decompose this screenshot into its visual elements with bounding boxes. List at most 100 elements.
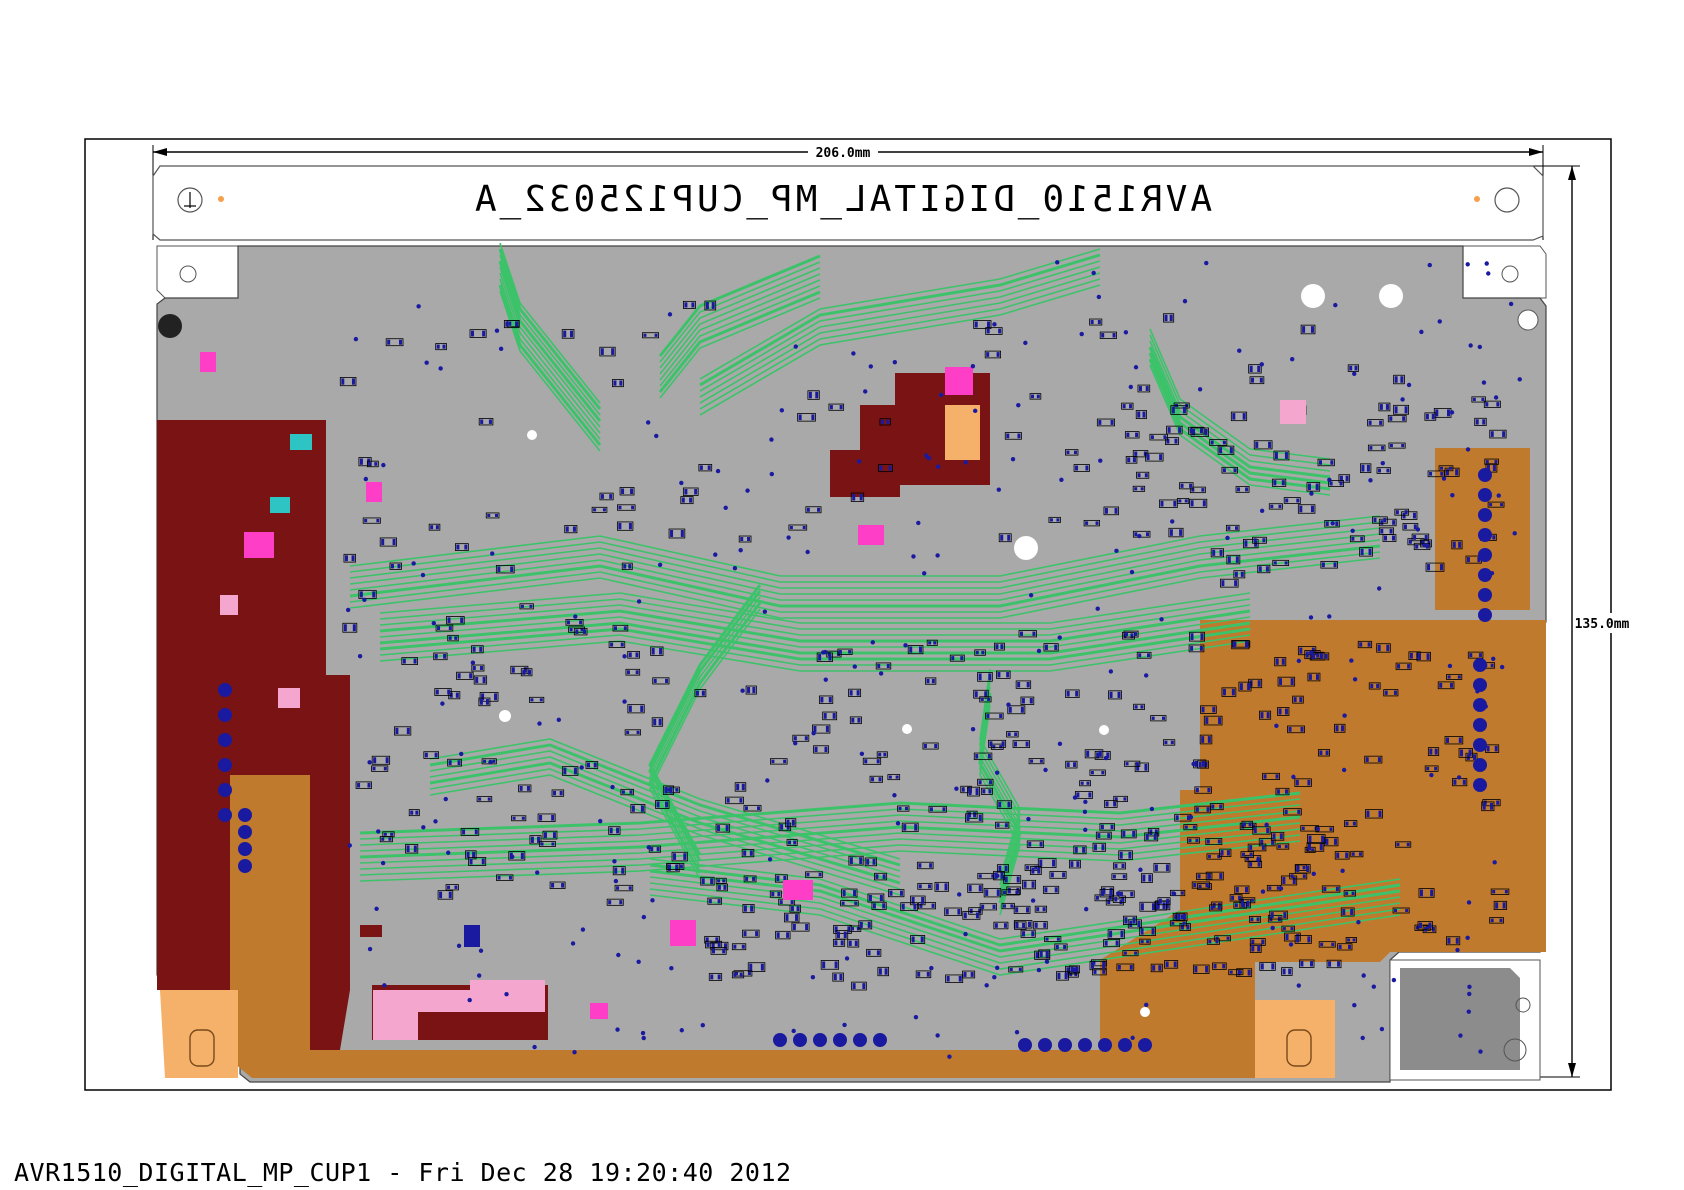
via [1256, 857, 1260, 861]
connector-pad [1078, 1038, 1092, 1052]
via [1342, 713, 1346, 717]
via [845, 956, 849, 960]
via [1407, 383, 1411, 387]
via [411, 561, 415, 565]
connector-pad [833, 1033, 847, 1047]
via [1428, 263, 1432, 267]
via [1350, 529, 1354, 533]
via [1058, 742, 1062, 746]
via [1423, 543, 1427, 547]
via [963, 932, 967, 936]
footer-datetime: Fri Dec 28 19:20:40 2012 [418, 1158, 791, 1187]
via [1458, 1033, 1462, 1037]
via [535, 870, 539, 874]
marked-pad [244, 532, 274, 558]
title-rail: AVR1510_DIGITAL_MP_CUP125032_A [153, 166, 1543, 240]
footer-design-name: AVR1510_DIGITAL_MP_CUP1 [14, 1158, 372, 1187]
via [1274, 724, 1278, 728]
via [1429, 773, 1433, 777]
via [1468, 343, 1472, 347]
via [1438, 319, 1442, 323]
via [1450, 493, 1454, 497]
via [433, 819, 437, 823]
via [444, 797, 448, 801]
via [911, 554, 915, 558]
via [1237, 349, 1241, 353]
via [973, 409, 977, 413]
connector-pad [238, 825, 252, 839]
connector-pad [1473, 698, 1487, 712]
connector-pad [1018, 1038, 1032, 1052]
via [376, 829, 380, 833]
via [467, 998, 471, 1002]
marked-pad [858, 525, 884, 545]
via [935, 1033, 939, 1037]
via [1170, 519, 1174, 523]
via [1045, 960, 1049, 964]
connector-pad [1473, 678, 1487, 692]
via [1416, 527, 1420, 531]
via [1023, 341, 1027, 345]
connector-pad [813, 1033, 827, 1047]
via [1450, 410, 1454, 414]
via [1478, 345, 1482, 349]
via [374, 907, 378, 911]
via [1260, 509, 1264, 513]
via [571, 941, 575, 945]
via [612, 859, 616, 863]
via [1130, 570, 1134, 574]
via [794, 344, 798, 348]
via [811, 731, 815, 735]
via [381, 463, 385, 467]
via [1361, 973, 1365, 977]
via [636, 960, 640, 964]
connector-pad [1058, 1038, 1072, 1052]
width-dimension-label: 206.0mm [816, 146, 871, 161]
connector-pad [218, 808, 232, 822]
via [615, 1027, 619, 1031]
via [1083, 810, 1087, 814]
via [1465, 936, 1469, 940]
via [1482, 380, 1486, 384]
marked-pad [783, 880, 813, 900]
via [368, 947, 372, 951]
via [440, 701, 444, 705]
via [769, 437, 773, 441]
via [1096, 607, 1100, 611]
via [1006, 703, 1010, 707]
via [1109, 669, 1113, 673]
via [1377, 586, 1381, 590]
via [495, 329, 499, 333]
via [851, 351, 855, 355]
via [745, 488, 749, 492]
connector-pad [218, 783, 232, 797]
connector-pad [1478, 588, 1492, 602]
via [1330, 521, 1334, 525]
via [457, 944, 461, 948]
via [581, 927, 585, 931]
via [1356, 920, 1360, 924]
via [892, 793, 896, 797]
via [1466, 447, 1470, 451]
connector-pad [1478, 608, 1492, 622]
via [446, 851, 450, 855]
via [1059, 478, 1063, 482]
via [1043, 768, 1047, 772]
via [680, 1028, 684, 1032]
via [821, 650, 825, 654]
board-title: AVR1510_DIGITAL_MP_CUP125032_A [472, 179, 1212, 220]
via [992, 322, 996, 326]
via [1309, 491, 1313, 495]
via [1138, 868, 1142, 872]
via [1478, 1049, 1482, 1053]
via [1130, 1036, 1134, 1040]
via [723, 506, 727, 510]
via [1279, 886, 1283, 890]
marked-pad [200, 352, 216, 372]
connector-pad [1473, 758, 1487, 772]
via [504, 992, 508, 996]
via [1467, 1009, 1471, 1013]
via [871, 640, 875, 644]
via [1485, 261, 1489, 265]
via [857, 459, 861, 463]
